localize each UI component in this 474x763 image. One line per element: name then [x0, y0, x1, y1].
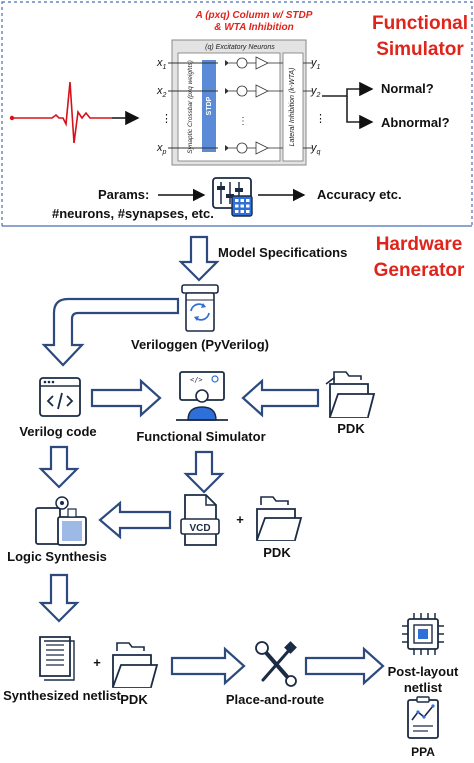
- synthesized-netlist-icon: [39, 636, 75, 681]
- arrow-veriloggen-to-verilog: [41, 297, 180, 367]
- output-ellipsis: ⋮: [315, 113, 326, 125]
- vcd-label: VCD: [189, 523, 210, 534]
- output-y2: y2: [310, 85, 321, 99]
- veriloggen-icon: [181, 284, 219, 332]
- arrow-par-to-postlayout: [304, 646, 385, 686]
- simulator-settings-icon: [212, 177, 253, 217]
- classification-branch: [322, 81, 374, 130]
- svg-text:</>: </>: [190, 376, 203, 384]
- synthesized-netlist-label: Synthesized netlist: [3, 688, 121, 703]
- chip-icon: [402, 613, 444, 655]
- logic-synthesis-label: Logic Synthesis: [7, 549, 107, 564]
- stdp-bar: [202, 60, 216, 152]
- arrow-pdk-to-simulator: [241, 378, 320, 418]
- pdk-label-mid: PDK: [263, 545, 291, 560]
- arrow-verilog-to-synthesis: [38, 445, 80, 489]
- arrow-synthesis-to-netlist: [38, 573, 80, 623]
- input-xp: xp: [156, 142, 167, 156]
- functional-simulator-title-1: Functional: [372, 13, 468, 34]
- post-layout-label-2: netlist: [404, 680, 443, 695]
- hardware-generator-title-1: Hardware: [376, 234, 463, 255]
- pdk-folder-icon-top: [325, 371, 376, 418]
- ppa-report-icon: [407, 696, 439, 739]
- verilog-code-icon: [39, 377, 81, 417]
- ppa-label: PPA: [411, 745, 435, 759]
- logic-synthesis-icon: [35, 496, 87, 546]
- wta-column-block: (q) Excitatory Neurons Synaptic Crossbar…: [168, 39, 312, 166]
- functional-simulator-title-2: Simulator: [376, 39, 464, 60]
- pdk-label-bottom: PDK: [120, 692, 148, 707]
- vcd-file-icon: [180, 494, 220, 546]
- normal-label: Normal?: [381, 81, 434, 96]
- veriloggen-label: Veriloggen (PyVerilog): [131, 337, 269, 352]
- stdp-label: STDP: [206, 96, 213, 115]
- output-yq: yq: [310, 142, 321, 156]
- params-label: Params:: [98, 187, 149, 202]
- neuron-row-1: [225, 56, 283, 70]
- params-detail: #neurons, #synapses, etc.: [52, 206, 214, 221]
- plus-sign-mid: +: [236, 512, 244, 527]
- model-specs-label: Model Specifications: [218, 245, 347, 260]
- arrow-model-specs: [178, 235, 220, 282]
- input-x1: x1: [156, 57, 167, 71]
- arrow-simulator-to-vcd: [183, 450, 225, 494]
- functional-simulator-icon: </>: [176, 371, 228, 421]
- column-title-1: A (pxq) Column w/ STDP: [195, 10, 313, 21]
- column-title-2: & WTA Inhibition: [214, 22, 293, 33]
- input-ellipsis: ⋮: [161, 113, 172, 125]
- neuron-row-2: [225, 84, 283, 98]
- arrow-netlist-to-par: [170, 646, 246, 686]
- hardware-generator-title-2: Generator: [374, 260, 465, 281]
- place-and-route-label: Place-and-route: [226, 692, 324, 707]
- accuracy-label: Accuracy etc.: [317, 187, 402, 202]
- pdk-label-top: PDK: [337, 421, 365, 436]
- output-y1: y1: [310, 57, 321, 71]
- place-and-route-icon: [255, 641, 297, 687]
- lateral-label: Lateral Inhibition (k-WTA): [289, 68, 296, 147]
- functional-simulator-label: Functional Simulator: [136, 429, 265, 444]
- crossbar-label: Synaptic Crossbar (pxq weights): [187, 60, 194, 154]
- functional-simulator-frame: [1, 1, 473, 227]
- excitatory-label: (q) Excitatory Neurons: [205, 44, 275, 51]
- arrow-vcd-to-synthesis: [98, 500, 172, 540]
- neuron-ellipsis: ⋮: [238, 116, 248, 127]
- arrow-verilog-to-simulator: [90, 378, 162, 418]
- plus-sign-bottom: +: [93, 655, 101, 670]
- input-x2: x2: [156, 85, 167, 99]
- ecg-waveform: [9, 81, 140, 144]
- post-layout-label-1: Post-layout: [388, 664, 459, 679]
- pdk-folder-icon-mid: [256, 496, 303, 541]
- verilog-code-label: Verilog code: [19, 424, 96, 439]
- neuron-row-q: [225, 141, 283, 155]
- pdk-folder-icon-bottom: [112, 642, 159, 688]
- abnormal-label: Abnormal?: [381, 115, 450, 130]
